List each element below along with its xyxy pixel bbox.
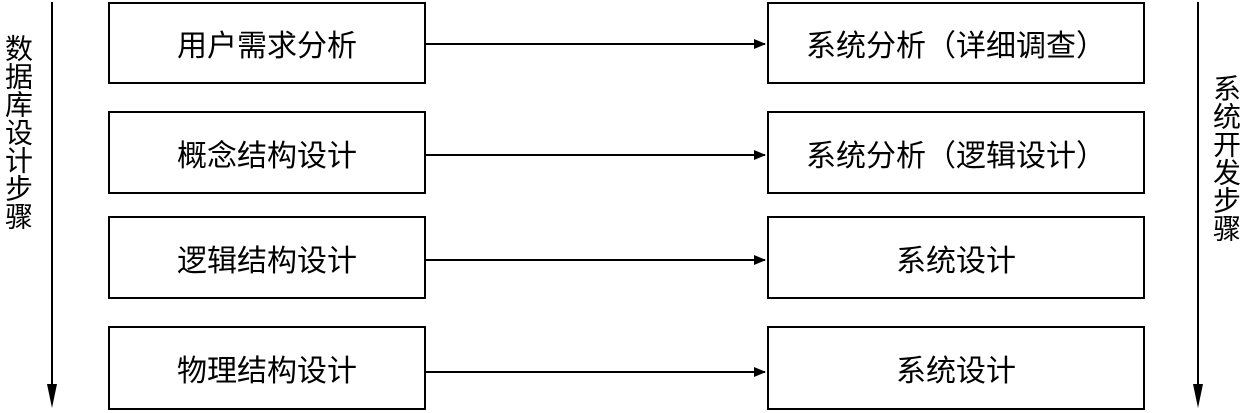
sys-step-design-box-2: 系统设计	[767, 326, 1145, 410]
sys-step-label: 系统设计	[896, 243, 1016, 279]
sys-step-analysis-investigation-box: 系统分析（详细调查）	[767, 2, 1145, 84]
right-vertical-arrowhead	[1193, 384, 1203, 408]
system-development-steps-label: 系统开发步骤	[1209, 74, 1242, 242]
sys-step-design-box-1: 系统设计	[767, 216, 1145, 299]
database-design-steps-label: 数据库设计步骤	[1, 34, 34, 230]
sys-step-analysis-logical-box: 系统分析（逻辑设计）	[767, 111, 1145, 194]
db-step-physical-box: 物理结构设计	[108, 326, 426, 410]
sys-step-label: 系统分析（详细调查）	[806, 29, 1106, 64]
db-step-requirements-box: 用户需求分析	[108, 2, 426, 84]
db-step-label: 用户需求分析	[177, 29, 357, 64]
db-step-label: 逻辑结构设计	[177, 243, 357, 279]
db-step-label: 物理结构设计	[177, 354, 357, 389]
db-step-label: 概念结构设计	[177, 138, 357, 174]
db-step-conceptual-box: 概念结构设计	[108, 111, 426, 194]
db-step-logical-box: 逻辑结构设计	[108, 216, 426, 299]
sys-step-label: 系统设计	[896, 354, 1016, 389]
left-vertical-arrowhead	[47, 384, 57, 408]
sys-step-label: 系统分析（逻辑设计）	[806, 138, 1106, 174]
